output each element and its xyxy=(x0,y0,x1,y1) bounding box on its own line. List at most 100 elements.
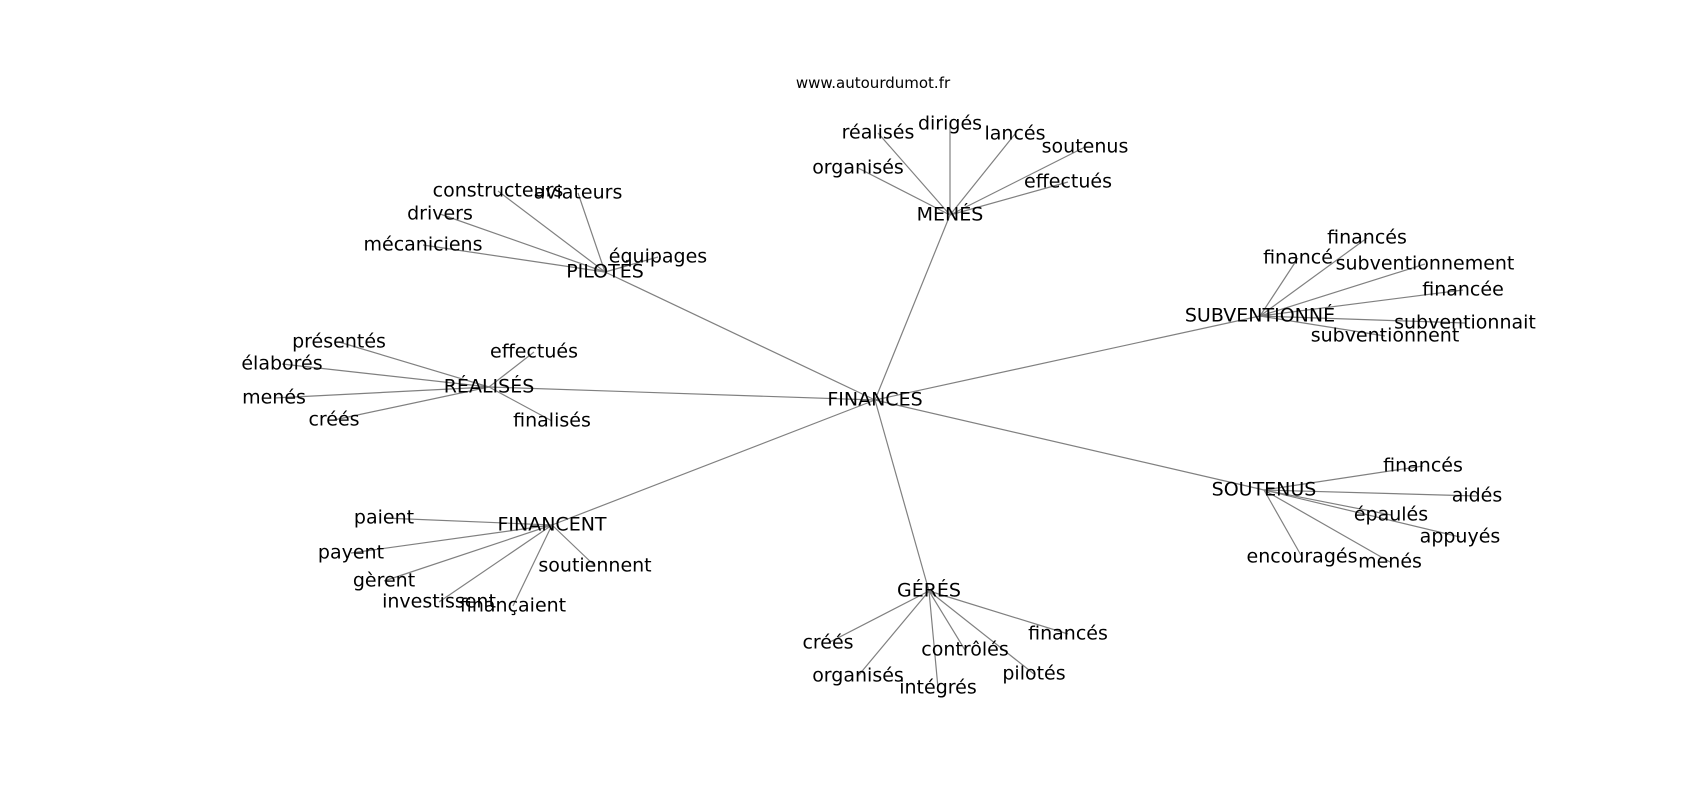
edge-branch-to-leaf xyxy=(857,167,951,216)
leaf-node-label: financés xyxy=(1028,623,1108,645)
branch-node-label: MENÉS xyxy=(917,203,984,226)
leaf-node-label: financés xyxy=(1383,455,1463,477)
edge-branch-to-leaf xyxy=(1263,489,1391,563)
leaf-node-label: subventionnent xyxy=(1311,325,1460,347)
leaf-node-label: subventionnait xyxy=(1394,312,1536,334)
edge-branch-to-leaf xyxy=(577,192,606,273)
edge-branch-to-leaf xyxy=(1259,289,1464,317)
leaf-node-label: menés xyxy=(1358,551,1422,573)
edge-branch-to-leaf xyxy=(928,590,939,689)
edge-center-to-branch xyxy=(874,315,1261,401)
edge-branch-to-leaf xyxy=(383,524,553,582)
leaf-node-label: dirigés xyxy=(918,113,982,135)
edge-branch-to-leaf xyxy=(1263,465,1424,491)
branch-node-label: SUBVENTIONNÉ xyxy=(1185,304,1335,327)
leaf-node-label: menés xyxy=(242,387,306,409)
edge-branch-to-leaf xyxy=(949,133,1016,216)
leaf-node-label: drivers xyxy=(407,203,473,225)
edge-branch-to-leaf xyxy=(827,590,930,644)
leaf-node-label: appuyés xyxy=(1420,526,1501,548)
leaf-node-label: effectués xyxy=(1024,171,1112,193)
leaf-node-label: finançaient xyxy=(460,595,566,617)
leaf-node-label: intégrés xyxy=(899,677,977,699)
branch-node-label: FINANCENT xyxy=(497,514,606,536)
edge-branch-to-leaf xyxy=(422,244,606,273)
edge-branch-to-leaf xyxy=(488,351,535,388)
edge-branch-to-leaf xyxy=(273,386,490,399)
site-credit: www.autourdumot.fr xyxy=(796,74,951,92)
leaf-node-label: élaborés xyxy=(241,353,322,375)
edge-branch-to-leaf xyxy=(383,517,553,526)
leaf-node-label: présentés xyxy=(292,331,386,353)
leaf-node-label: financée xyxy=(1422,279,1504,301)
edge-branch-to-leaf xyxy=(488,386,553,422)
edge-branch-to-leaf xyxy=(1259,237,1368,317)
leaf-node-label: soutenus xyxy=(1042,136,1129,158)
leaf-node-label: créés xyxy=(308,409,359,431)
edge-center-to-branch xyxy=(604,271,876,401)
leaf-node-label: pilotés xyxy=(1002,663,1065,685)
edge-branch-to-leaf xyxy=(857,590,930,677)
edge-branch-to-leaf xyxy=(333,386,490,421)
edge-branch-to-leaf xyxy=(928,590,1035,675)
graph-edges xyxy=(273,124,1478,689)
edge-branch-to-leaf xyxy=(497,190,606,273)
leaf-node-label: organisés xyxy=(812,157,904,179)
edge-branch-to-leaf xyxy=(1259,257,1299,317)
leaf-node-label: financés xyxy=(1327,227,1407,249)
leaf-node-label: constructeurs xyxy=(433,180,564,202)
edge-branch-to-leaf xyxy=(949,146,1086,216)
edge-branch-to-leaf xyxy=(350,524,553,554)
leaf-node-label: subventionnement xyxy=(1336,253,1515,275)
leaf-node-label: aidés xyxy=(1452,485,1503,507)
edge-branch-to-leaf xyxy=(551,524,596,567)
edge-branch-to-leaf xyxy=(928,590,1069,635)
edge-branch-to-leaf xyxy=(877,132,951,216)
leaf-node-label: aviateurs xyxy=(534,182,623,204)
branch-node-label: RÉALISÉS xyxy=(444,375,535,398)
edge-branch-to-leaf xyxy=(604,256,659,273)
edge-branch-to-leaf xyxy=(439,213,606,273)
edge-branch-to-leaf xyxy=(1263,489,1392,516)
edge-center-to-branch xyxy=(874,399,930,592)
leaf-node-label: épaulés xyxy=(1354,504,1428,526)
leaf-node-label: investissent xyxy=(382,591,496,613)
leaf-node-label: organisés xyxy=(812,665,904,687)
edge-branch-to-leaf xyxy=(1263,489,1303,558)
leaf-node-label: contrôlés xyxy=(921,639,1008,661)
leaf-node-label: effectués xyxy=(490,341,578,363)
edge-branch-to-leaf xyxy=(1263,489,1461,538)
edge-branch-to-leaf xyxy=(438,524,553,603)
leaf-node-label: équipages xyxy=(609,246,707,268)
branch-node-label: PILOTÉS xyxy=(566,260,644,283)
edge-branch-to-leaf xyxy=(1259,263,1426,317)
edge-center-to-branch xyxy=(874,399,1265,491)
leaf-node-label: encouragés xyxy=(1247,546,1358,568)
edge-center-to-branch xyxy=(551,399,876,526)
leaf-node-label: lancés xyxy=(985,123,1046,145)
leaf-node-label: financé xyxy=(1263,247,1333,269)
leaf-node-label: soutiennent xyxy=(538,555,651,577)
edge-branch-to-leaf xyxy=(949,181,1069,216)
edge-branch-to-leaf xyxy=(512,524,553,607)
leaf-node-label: mécaniciens xyxy=(364,234,483,256)
edge-center-to-branch xyxy=(488,386,876,401)
leaf-node-label: paient xyxy=(354,507,414,529)
branch-node-label: SOUTENUS xyxy=(1212,479,1317,501)
edge-branch-to-leaf xyxy=(1263,489,1478,497)
edge-center-to-branch xyxy=(874,214,951,401)
edge-branch-to-leaf xyxy=(1259,315,1466,324)
center-node-label: FINANCES xyxy=(827,389,922,411)
edge-branch-to-leaf xyxy=(928,590,966,651)
edge-branch-to-leaf xyxy=(338,341,490,388)
leaf-node-label: finalisés xyxy=(513,410,591,432)
leaf-node-label: payent xyxy=(318,542,384,564)
edge-branch-to-leaf xyxy=(1259,315,1386,337)
branch-node-label: GÉRÉS xyxy=(897,579,961,602)
edge-branch-to-leaf xyxy=(281,363,490,388)
leaf-node-label: créés xyxy=(802,632,853,654)
leaf-node-label: gèrent xyxy=(353,570,415,592)
leaf-node-label: réalisés xyxy=(842,122,915,144)
